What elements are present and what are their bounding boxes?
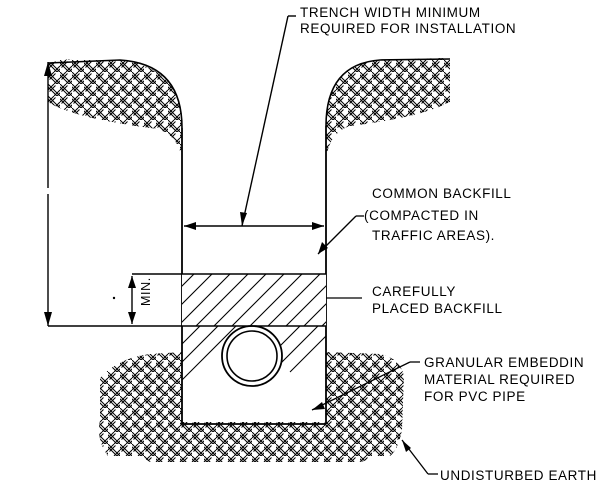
min-label: MIN.	[139, 277, 153, 306]
label-careful-1: CAREFULLY	[372, 284, 456, 299]
min-dimension	[112, 273, 182, 324]
earth-top-left	[47, 59, 183, 158]
earth-top-right	[325, 58, 451, 158]
annotation-labels: TRENCH WIDTH MINIMUM REQUIRED FOR INSTAL…	[300, 5, 597, 483]
label-common-1: COMMON BACKFILL	[372, 186, 512, 201]
label-granular-3: FOR PVC PIPE	[424, 389, 526, 404]
leader-lines	[311, 215, 438, 475]
label-common-2: (COMPACTED IN	[364, 208, 479, 223]
careful-backfill-zone	[182, 273, 326, 326]
depth-dimension	[44, 62, 52, 326]
label-undisturbed: UNDISTURBED EARTH	[440, 468, 597, 483]
label-trench-width-2: REQUIRED FOR INSTALLATION	[300, 21, 516, 36]
label-careful-2: PLACED BACKFILL	[372, 301, 503, 316]
earth-bottom	[99, 352, 404, 462]
label-granular-2: MATERIAL REQUIRED	[424, 372, 575, 387]
label-trench-width-1: TRENCH WIDTH MINIMUM	[300, 5, 481, 20]
pvc-pipe	[221, 325, 283, 387]
trench-width-dimension	[184, 15, 324, 230]
label-granular-1: GRANULAR EMBEDDIN	[424, 355, 584, 370]
label-common-3: TRAFFIC AREAS).	[372, 228, 495, 243]
